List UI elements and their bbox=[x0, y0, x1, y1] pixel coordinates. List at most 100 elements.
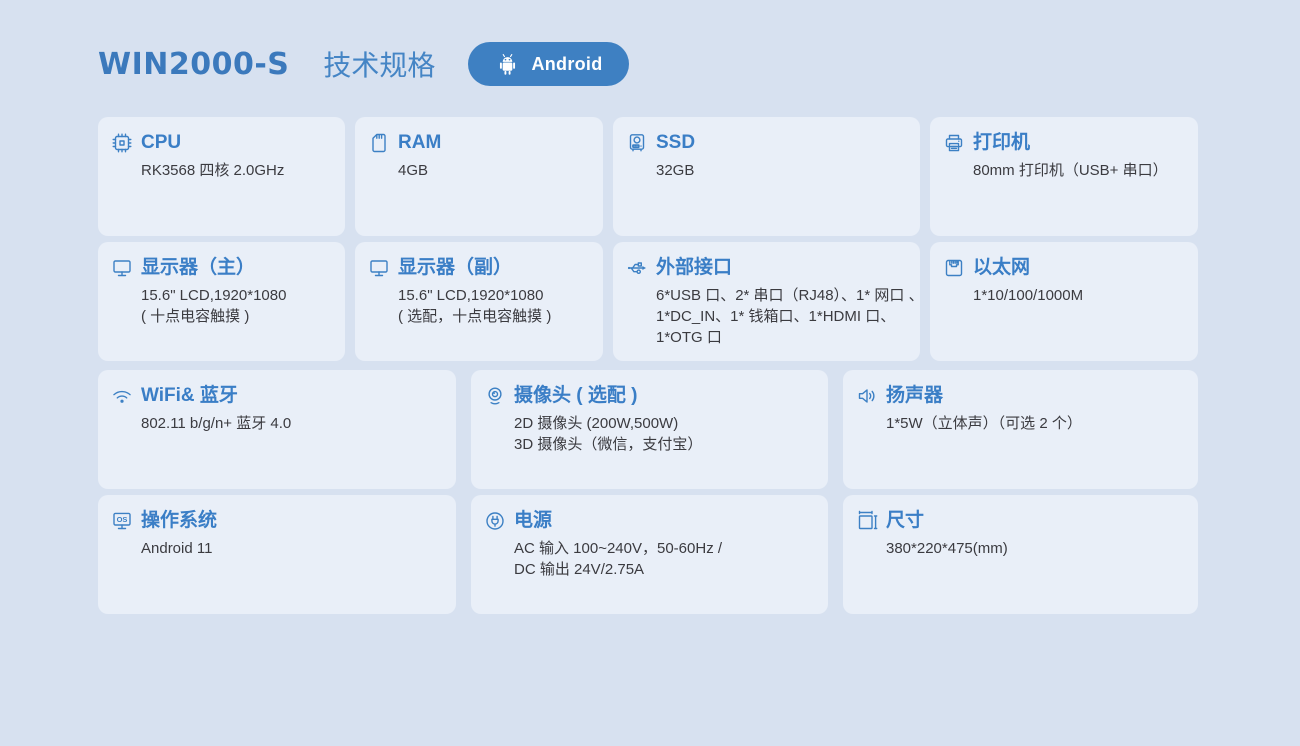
spec-card-head: WiFi& 蓝牙 bbox=[110, 384, 440, 408]
spec-card-line: 32GB bbox=[656, 162, 695, 179]
spec-card-size: 尺寸 380*220*475(mm) bbox=[843, 495, 1198, 614]
spec-card-head: SSD bbox=[625, 131, 904, 155]
monitor-icon bbox=[110, 256, 134, 280]
spec-card-line: 4GB bbox=[398, 162, 429, 179]
spec-card-line: RK3568 四核 2.0GHz bbox=[141, 162, 285, 179]
spec-card-head: 显示器（副） bbox=[367, 256, 587, 280]
monitor2-icon bbox=[367, 256, 391, 280]
spec-card-title: 操作系统 bbox=[141, 510, 218, 531]
spec-card-head: OS 操作系统 bbox=[110, 509, 440, 533]
spec-card-title: RAM bbox=[398, 132, 442, 153]
spec-card-monitor: 显示器（主） 15.6" LCD,1920*1080 ( 十点电容触摸 ) bbox=[98, 242, 345, 361]
android-badge: Android bbox=[468, 42, 629, 86]
spec-sheet: WIN2000-S 技术规格 bbox=[98, 42, 1300, 614]
spec-card-line: Android 11 bbox=[141, 540, 213, 557]
spec-card-title: SSD bbox=[656, 132, 696, 153]
spec-card-line: DC 输出 24V/2.75A bbox=[514, 561, 645, 578]
spec-card-line: 1*10/100/1000M bbox=[973, 287, 1084, 304]
spec-card-body: RK3568 四核 2.0GHz bbox=[141, 160, 329, 181]
spec-card-power: 电源 AC 输入 100~240V，50-60Hz / DC 输出 24V/2.75… bbox=[471, 495, 828, 614]
spec-card-body: 80mm 打印机（USB+ 串口） bbox=[973, 160, 1182, 181]
spec-card-head: 显示器（主） bbox=[110, 256, 329, 280]
spec-card-ram: RAM 4GB bbox=[355, 117, 603, 236]
spec-card-title: 扬声器 bbox=[886, 385, 944, 406]
spec-card-body: 2D 摄像头 (200W,500W) 3D 摄像头（微信，支付宝） bbox=[514, 413, 812, 455]
spec-card-title: 电源 bbox=[514, 510, 553, 531]
spec-card-head: 摄像头 ( 选配 ) bbox=[483, 384, 812, 408]
spec-card-title: 打印机 bbox=[973, 132, 1031, 153]
os-icon: OS bbox=[110, 509, 134, 533]
spec-card-title: 以太网 bbox=[973, 257, 1031, 278]
printer-icon bbox=[942, 131, 966, 155]
spec-card-body: 32GB bbox=[656, 160, 904, 181]
camera-icon bbox=[483, 384, 507, 408]
cpu-icon bbox=[110, 131, 134, 155]
spec-card-line: 6*USB 口、2* 串口（RJ48）、1* 网口 、 bbox=[656, 287, 924, 304]
spec-card-line: 802.11 b/g/n+ 蓝牙 4.0 bbox=[141, 415, 292, 432]
page-header: WIN2000-S 技术规格 bbox=[98, 42, 1300, 86]
usb-icon bbox=[625, 256, 649, 280]
spec-card-head: 扬声器 bbox=[855, 384, 1182, 408]
spec-card-speaker: 扬声器 1*5W（立体声）（可选 2 个） bbox=[843, 370, 1198, 489]
spec-card-line: ( 选配，十点电容触摸 ) bbox=[398, 308, 552, 325]
spec-card-os: OS 操作系统 Android 11 bbox=[98, 495, 456, 614]
spec-card-head: 打印机 bbox=[942, 131, 1182, 155]
spec-card-line: 380*220*475(mm) bbox=[886, 540, 1008, 557]
spec-card-camera: 摄像头 ( 选配 ) 2D 摄像头 (200W,500W) 3D 摄像头（微信，支付… bbox=[471, 370, 828, 489]
spec-card-head: 以太网 bbox=[942, 256, 1182, 280]
ssd-icon bbox=[625, 131, 649, 155]
spec-card-line: 1*DC_IN、1* 钱箱口、1*HDMI 口、 bbox=[656, 308, 896, 325]
spec-card-ssd: SSD 32GB bbox=[613, 117, 920, 236]
spec-card-title: 尺寸 bbox=[886, 510, 925, 531]
spec-grid-top: CPU RK3568 四核 2.0GHz RAM 4GB SSD 32GB 打印机 80mm … bbox=[98, 117, 1198, 361]
wifi-icon bbox=[110, 384, 134, 408]
speaker-icon bbox=[855, 384, 879, 408]
spec-card-line: 15.6" LCD,1920*1080 bbox=[398, 287, 544, 304]
spec-card-title: CPU bbox=[141, 132, 182, 153]
spec-card-ethernet: 以太网 1*10/100/1000M bbox=[930, 242, 1198, 361]
spec-card-monitor2: 显示器（副） 15.6" LCD,1920*1080 ( 选配，十点电容触摸 ) bbox=[355, 242, 603, 361]
spec-card-line: 1*OTG 口 bbox=[656, 329, 722, 346]
spec-card-line: 3D 摄像头（微信，支付宝） bbox=[514, 436, 703, 453]
android-badge-label: Android bbox=[531, 53, 603, 74]
spec-card-head: 尺寸 bbox=[855, 509, 1182, 533]
spec-card-line: 2D 摄像头 (200W,500W) bbox=[514, 415, 679, 432]
ram-icon bbox=[367, 131, 391, 155]
spec-card-title: 外部接口 bbox=[656, 257, 733, 278]
spec-card-body: 1*5W（立体声）（可选 2 个） bbox=[886, 413, 1182, 434]
spec-card-body: 1*10/100/1000M bbox=[973, 285, 1182, 306]
spec-card-usb: 外部接口 6*USB 口、2* 串口（RJ48）、1* 网口 、 1*DC_IN、1… bbox=[613, 242, 924, 361]
spec-card-line: 1*5W（立体声）（可选 2 个） bbox=[886, 415, 1082, 432]
spec-card-head: CPU bbox=[110, 131, 329, 155]
spec-card-line: 80mm 打印机（USB+ 串口） bbox=[973, 162, 1168, 179]
spec-card-line: 15.6" LCD,1920*1080 bbox=[141, 287, 287, 304]
android-icon bbox=[494, 51, 521, 78]
power-icon bbox=[483, 509, 507, 533]
spec-card-body: AC 输入 100~240V，50-60Hz / DC 输出 24V/2.75A bbox=[514, 538, 812, 580]
spec-card-printer: 打印机 80mm 打印机（USB+ 串口） bbox=[930, 117, 1198, 236]
spec-card-title: 显示器（主） bbox=[141, 257, 256, 278]
spec-card-body: 380*220*475(mm) bbox=[886, 538, 1182, 559]
spec-card-body: 15.6" LCD,1920*1080 ( 选配，十点电容触摸 ) bbox=[398, 285, 587, 327]
spec-card-body: 802.11 b/g/n+ 蓝牙 4.0 bbox=[141, 413, 440, 434]
spec-card-body: 15.6" LCD,1920*1080 ( 十点电容触摸 ) bbox=[141, 285, 329, 327]
size-icon bbox=[855, 509, 879, 533]
spec-card-body: 6*USB 口、2* 串口（RJ48）、1* 网口 、 1*DC_IN、1* 钱箱… bbox=[656, 285, 924, 348]
spec-card-head: 电源 bbox=[483, 509, 812, 533]
spec-card-cpu: CPU RK3568 四核 2.0GHz bbox=[98, 117, 345, 236]
page-title: 技术规格 bbox=[323, 50, 436, 81]
ethernet-icon bbox=[942, 256, 966, 280]
spec-card-head: 外部接口 bbox=[625, 256, 904, 280]
spec-card-body: Android 11 bbox=[141, 538, 440, 559]
spec-card-title: WiFi& 蓝牙 bbox=[141, 385, 238, 406]
spec-card-head: RAM bbox=[367, 131, 587, 155]
spec-card-line: ( 十点电容触摸 ) bbox=[141, 308, 250, 325]
spec-grid-bottom: WiFi& 蓝牙 802.11 b/g/n+ 蓝牙 4.0 摄像头 ( 选配 ) 2D… bbox=[98, 370, 1198, 614]
spec-card-body: 4GB bbox=[398, 160, 587, 181]
product-name: WIN2000-S bbox=[98, 46, 290, 82]
spec-card-title: 显示器（副） bbox=[398, 257, 513, 278]
spec-card-line: AC 输入 100~240V，50-60Hz / bbox=[514, 540, 723, 557]
spec-card-title: 摄像头 ( 选配 ) bbox=[514, 385, 638, 406]
svg-text:OS: OS bbox=[117, 515, 128, 524]
spec-card-wifi: WiFi& 蓝牙 802.11 b/g/n+ 蓝牙 4.0 bbox=[98, 370, 456, 489]
